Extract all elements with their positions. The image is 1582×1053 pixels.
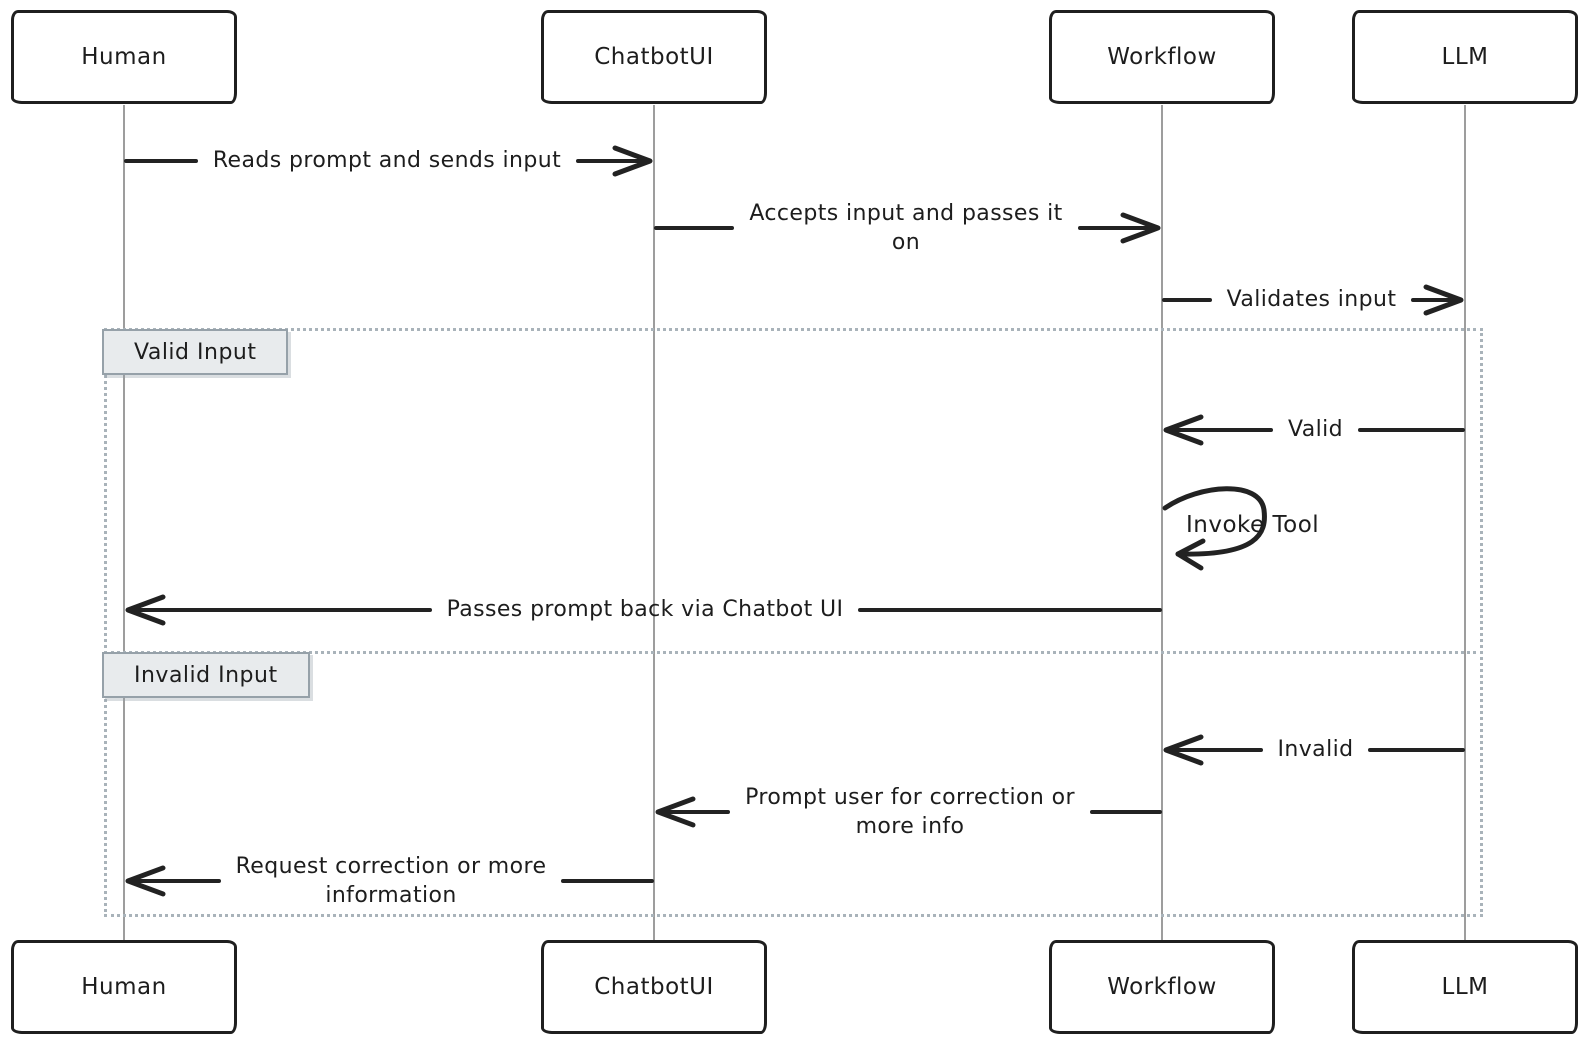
arrowhead-right-icon: [1423, 284, 1464, 316]
self-message-loop-icon: [1162, 486, 1267, 571]
message-line: [1358, 427, 1466, 433]
message-line: [1162, 297, 1212, 303]
message-label: Valid: [1288, 417, 1344, 443]
lifeline-chatbotui: [653, 105, 655, 940]
message-line: [1166, 427, 1273, 433]
actor-label: LLM: [1441, 974, 1489, 1000]
section-label-text: Valid Input: [134, 339, 257, 365]
arrowhead-right-icon: [1120, 212, 1161, 244]
lifeline-human: [123, 105, 125, 940]
actor-label: Human: [81, 44, 167, 70]
actor-box-human-top: Human: [11, 10, 237, 104]
message-line: [576, 158, 650, 164]
message-line: [128, 607, 432, 613]
message-line: [1089, 809, 1163, 815]
actor-box-llm-bottom: LLM: [1352, 940, 1578, 1034]
message-label: Accepts input and passes it on: [749, 200, 1063, 255]
message-line: [658, 809, 731, 815]
message-passes-prompt-back: Passes prompt back via Chatbot UI: [124, 593, 1162, 627]
section-label-valid-input: Valid Input: [102, 329, 289, 375]
message-line: [561, 878, 655, 884]
message-label: Validates input: [1226, 287, 1397, 313]
message-line: [858, 607, 1162, 613]
actor-label: Workflow: [1107, 44, 1217, 70]
message-label: Request correction or more information: [235, 853, 547, 908]
actor-box-chatbotui-bottom: ChatbotUI: [541, 940, 767, 1034]
actor-box-human-bottom: Human: [11, 940, 237, 1034]
message-line: [654, 225, 735, 231]
message-reads-prompt: Reads prompt and sends input: [124, 144, 654, 178]
message-line: [128, 878, 221, 884]
message-invalid: Invalid: [1162, 733, 1465, 767]
message-line: [1411, 297, 1462, 303]
message-label: Reads prompt and sends input: [212, 148, 562, 174]
message-label: Invalid: [1277, 737, 1354, 763]
actor-label: ChatbotUI: [594, 44, 714, 70]
actor-box-workflow-bottom: Workflow: [1049, 940, 1275, 1034]
section-label-text: Invalid Input: [134, 662, 278, 688]
section-label-invalid-input: Invalid Input: [102, 652, 310, 698]
message-invoke-tool: Invoke Tool: [1186, 512, 1320, 538]
message-line: [1166, 747, 1263, 753]
lifeline-llm: [1464, 105, 1466, 940]
message-label: Passes prompt back via Chatbot UI: [446, 597, 844, 623]
alt-frame-divider: [104, 651, 1483, 654]
message-request-correction: Request correction or more information: [124, 852, 655, 910]
actor-label: ChatbotUI: [594, 974, 714, 1000]
message-accepts-input: Accepts input and passes it on: [654, 199, 1162, 257]
arrowhead-right-icon: [612, 145, 653, 177]
lifeline-workflow: [1161, 105, 1163, 940]
actor-box-chatbotui-top: ChatbotUI: [541, 10, 767, 104]
actor-label: LLM: [1441, 44, 1489, 70]
actor-label: Human: [81, 974, 167, 1000]
message-valid: Valid: [1162, 413, 1466, 447]
message-validates-input: Validates input: [1162, 283, 1465, 317]
message-label: Prompt user for correction or more info: [745, 784, 1075, 839]
alt-frame: [104, 328, 1483, 917]
message-line: [1368, 747, 1465, 753]
message-line: [124, 158, 198, 164]
actor-box-llm-top: LLM: [1352, 10, 1578, 104]
actor-box-workflow-top: Workflow: [1049, 10, 1275, 104]
message-prompt-user-correction: Prompt user for correction or more info: [654, 783, 1163, 841]
actor-label: Workflow: [1107, 974, 1217, 1000]
message-line: [1077, 225, 1158, 231]
